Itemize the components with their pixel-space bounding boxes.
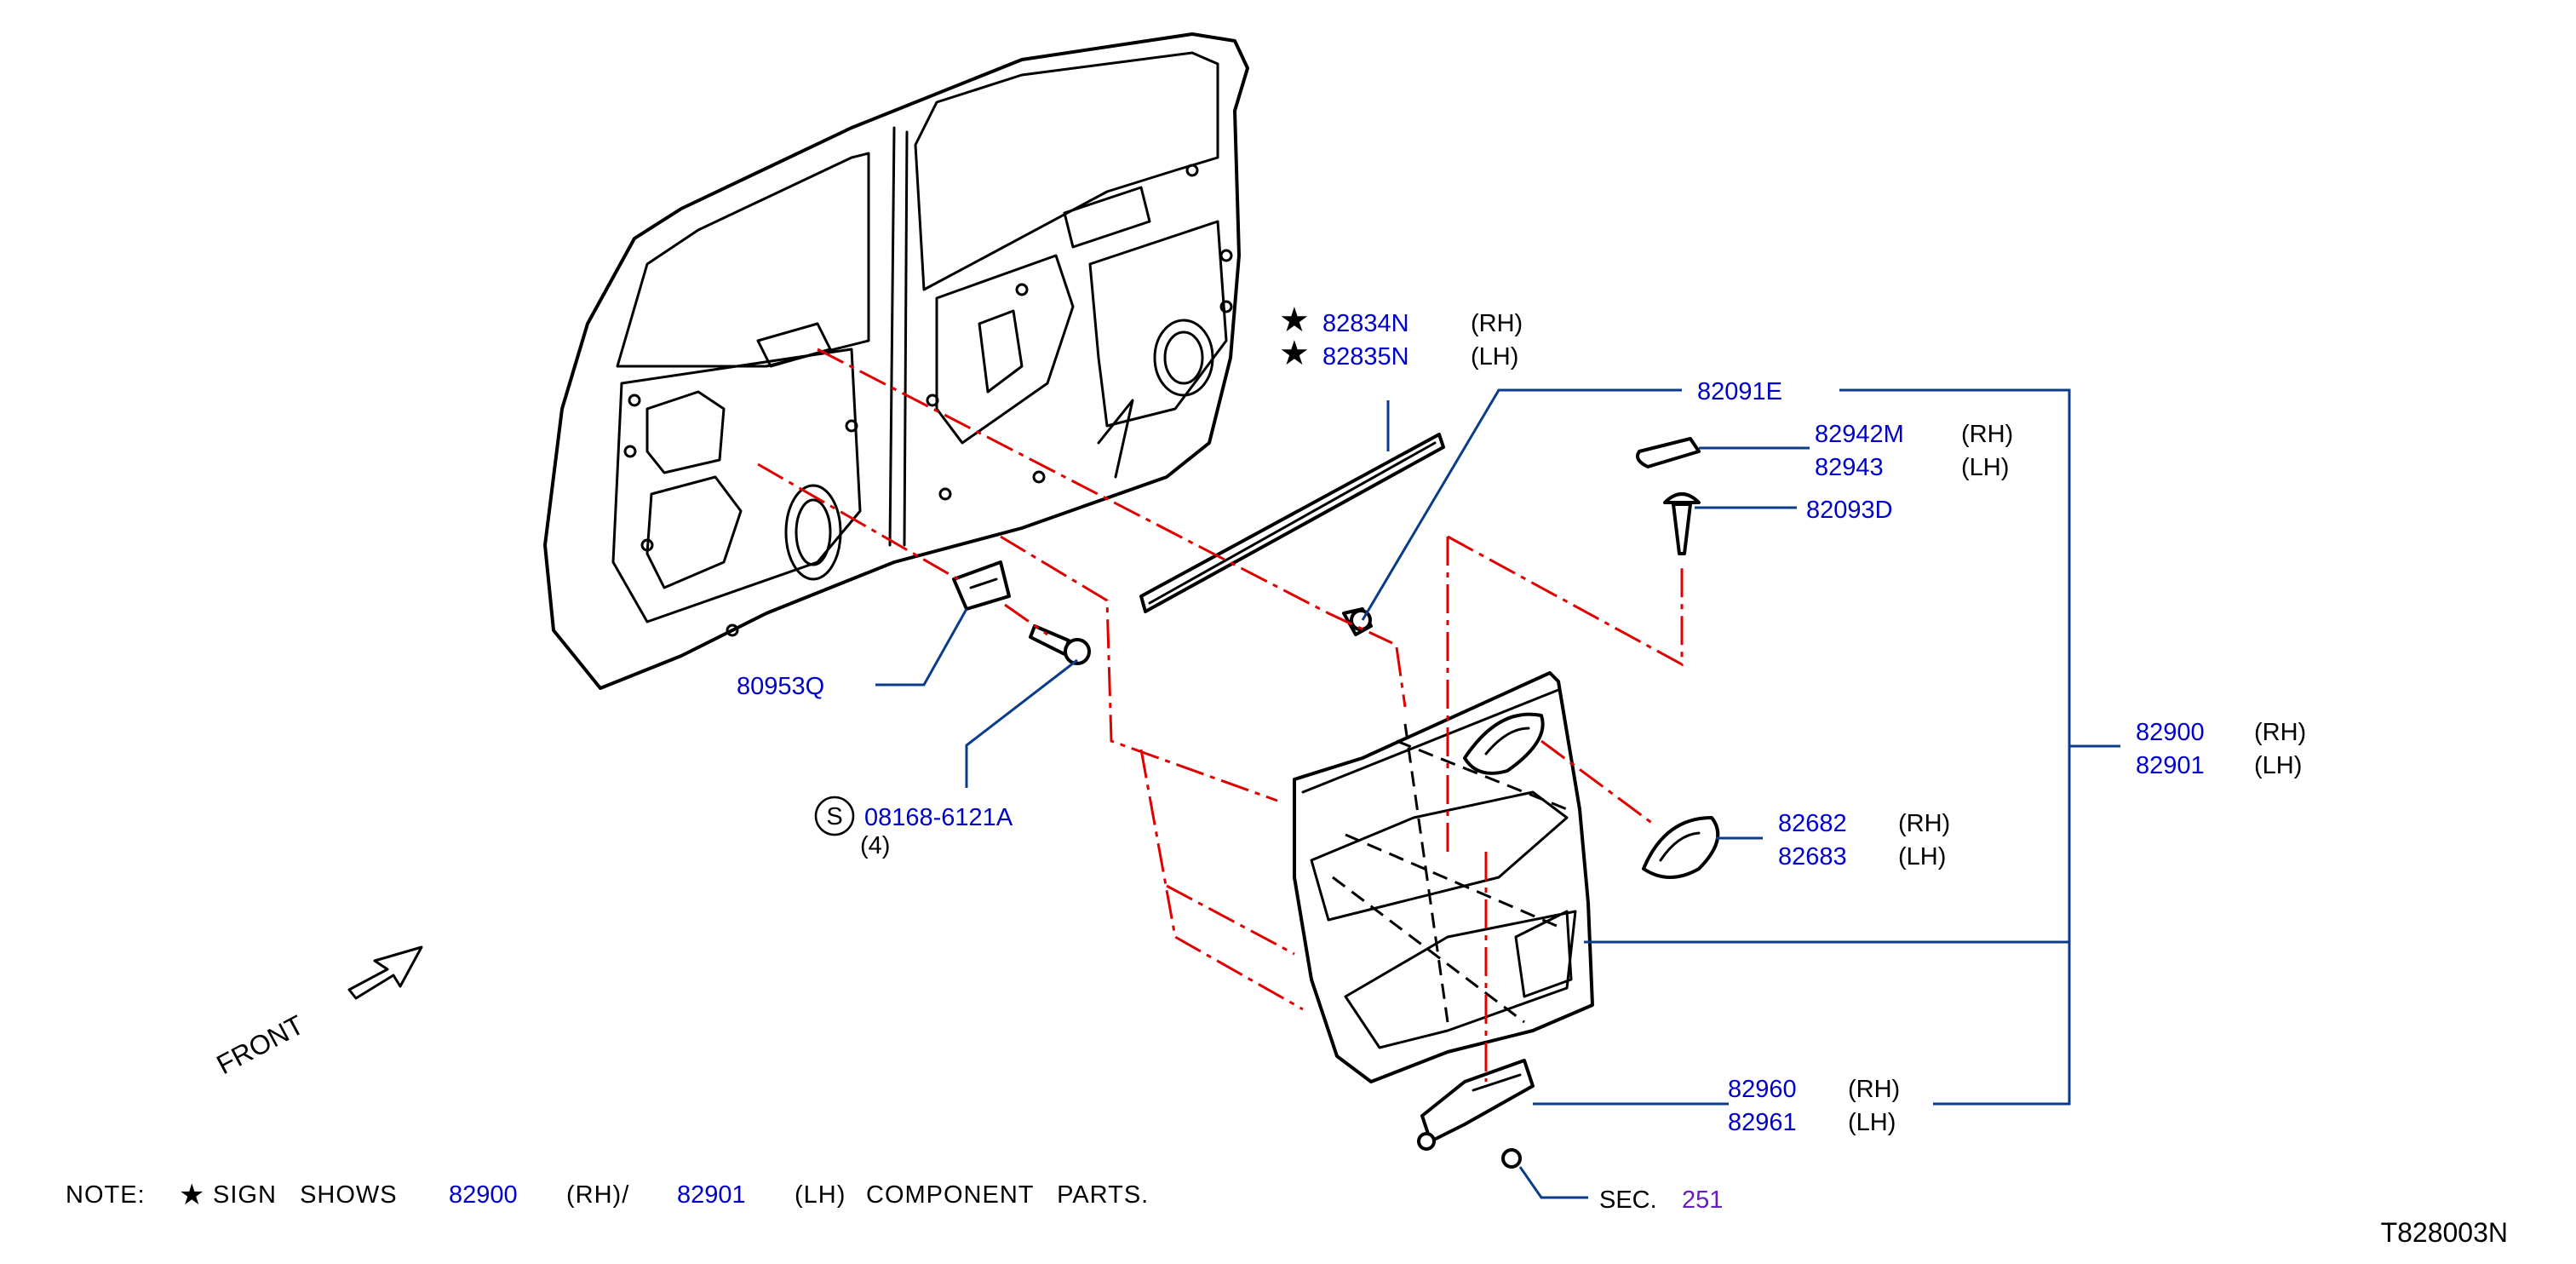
inside-handle-cover — [1463, 712, 1545, 775]
quantity-label: (4) — [860, 832, 890, 859]
part-number[interactable]: 82942M — [1815, 421, 1904, 448]
front-direction-indicator: FRONT — [211, 945, 423, 1081]
door-finisher — [1293, 671, 1594, 1083]
star-icon: ★ — [1279, 302, 1310, 339]
cap — [1636, 437, 1701, 468]
callout-clip: 82091E — [1697, 378, 1782, 405]
callout-cap: 82942M (RH) 82943 (LH) — [1815, 421, 2013, 481]
part-number[interactable]: 82960 — [1728, 1076, 1797, 1103]
screw — [1663, 492, 1701, 555]
callout-section: SEC. 251 — [1599, 1186, 1723, 1214]
rear-door-body — [543, 32, 1249, 690]
callout-escutcheon: 82682 (RH) 82683 (LH) — [1778, 810, 1950, 870]
side-label: (RH) — [1848, 1076, 1900, 1103]
side-label: (LH) — [1848, 1109, 1896, 1136]
callout-finisher: 82900 (RH) 82901 (LH) — [2136, 719, 2306, 779]
bracket — [952, 560, 1011, 611]
section-prefix: SEC. — [1599, 1186, 1657, 1214]
callout-weatherstrip: ★ 82834N (RH) ★ 82835N (LH) — [1279, 302, 1523, 372]
part-number[interactable]: 82900 — [2136, 719, 2205, 746]
side-label: (LH) — [2254, 752, 2302, 779]
diagram-id: T828003N — [2381, 1217, 2508, 1248]
part-number[interactable]: 82961 — [1728, 1109, 1797, 1136]
part-number[interactable]: 82835N — [1322, 343, 1409, 371]
part-number[interactable]: 82091E — [1697, 378, 1782, 405]
part-number[interactable]: 80953Q — [737, 673, 824, 700]
side-label: (RH) — [1898, 810, 1950, 837]
note-tail: COMPONENT PARTS. — [866, 1181, 1149, 1209]
part-number[interactable]: 08168-6121A — [864, 804, 1013, 831]
escutcheon — [1642, 816, 1720, 879]
callout-bolt: S 08168-6121A (4) — [814, 796, 1013, 859]
part-number[interactable]: 82834N — [1322, 310, 1409, 337]
note-lh: (LH) — [795, 1181, 846, 1209]
note-part-lh[interactable]: 82901 — [677, 1181, 746, 1209]
standard-part-symbol-icon — [814, 796, 855, 836]
callout-armrest: 82960 (RH) 82961 (LH) — [1728, 1076, 1900, 1136]
leader-lines — [875, 388, 2120, 1199]
part-number[interactable]: 82943 — [1815, 454, 1884, 481]
star-icon: ★ — [179, 1179, 205, 1211]
part-number[interactable]: 82683 — [1778, 843, 1847, 870]
side-label: (LH) — [1961, 454, 2009, 481]
side-label: (RH) — [1471, 310, 1523, 337]
footnote: NOTE: ★ SIGN SHOWS 82900 (RH)/ 82901 (LH… — [66, 1179, 1149, 1211]
armrest — [1417, 1059, 1535, 1169]
note-lead: NOTE: — [66, 1181, 146, 1209]
bolt — [1029, 624, 1091, 665]
side-label: (RH) — [1961, 421, 2013, 448]
side-label: (RH) — [2254, 719, 2306, 746]
note-sign-shows: SIGN SHOWS — [213, 1181, 398, 1209]
callout-screw: 82093D — [1806, 497, 1893, 524]
standard-part-symbol: S — [826, 803, 842, 830]
part-number[interactable]: 82901 — [2136, 752, 2205, 779]
part-number[interactable]: 82093D — [1806, 497, 1893, 524]
section-number[interactable]: 251 — [1682, 1186, 1723, 1214]
side-label: (LH) — [1471, 343, 1518, 371]
side-label: (LH) — [1898, 843, 1946, 870]
note-rh: (RH)/ — [566, 1181, 629, 1209]
front-arrow-icon — [347, 945, 423, 1000]
star-icon: ★ — [1279, 335, 1310, 372]
part-number[interactable]: 82682 — [1778, 810, 1847, 837]
callout-bracket: 80953Q — [737, 673, 824, 700]
assembly-reference-lines — [757, 348, 1684, 1082]
note-part-rh[interactable]: 82900 — [449, 1181, 518, 1209]
weatherstrip — [1139, 433, 1445, 613]
front-label: FRONT — [211, 1009, 308, 1081]
